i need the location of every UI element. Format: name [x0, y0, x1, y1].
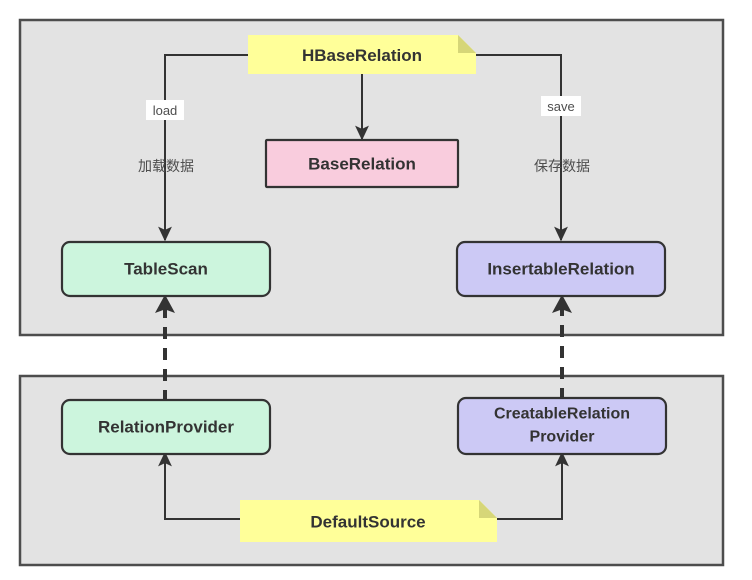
- relation-provider-label: RelationProvider: [98, 418, 234, 437]
- edge-save-labels: save 保存数据: [534, 96, 590, 175]
- node-creatable-relation-provider[interactable]: CreatableRelation Provider: [456, 396, 668, 456]
- edge-load-label: load: [153, 103, 178, 118]
- edge-load-labels: load 加载数据: [138, 100, 194, 175]
- creatable-relation-provider-label-line1: CreatableRelation: [494, 406, 630, 423]
- relation-provider-box: [60, 398, 272, 456]
- hbase-relation-label: HBaseRelation: [302, 46, 422, 65]
- edge-save: [476, 54, 568, 242]
- edge-defaultsource-relationprovider: [158, 451, 240, 520]
- edge-load: [158, 54, 248, 242]
- hbase-relation-note-fold: [458, 35, 476, 53]
- edge-load-sublabel: 加载数据: [138, 159, 194, 175]
- base-relation-label: BaseRelation: [308, 155, 416, 174]
- edge-save-sublabel: 保存数据: [534, 159, 590, 175]
- hbase-relation-note-body: [248, 35, 476, 74]
- creatable-relation-provider-box: [456, 396, 668, 456]
- default-source-label: DefaultSource: [310, 513, 425, 532]
- insertable-relation-label: InsertableRelation: [487, 260, 634, 279]
- table-scan-box: [60, 240, 272, 298]
- creatable-relation-provider-label-line2: Provider: [530, 429, 595, 446]
- save-label-background: [541, 96, 581, 116]
- default-source-note-body: [240, 500, 497, 542]
- node-table-scan[interactable]: TableScan: [60, 240, 272, 298]
- node-relation-provider[interactable]: RelationProvider: [60, 398, 272, 456]
- edge-save-label: save: [547, 99, 574, 114]
- node-base-relation[interactable]: BaseRelation: [264, 138, 460, 189]
- default-source-note-fold: [479, 500, 497, 518]
- table-scan-label: TableScan: [124, 260, 208, 279]
- edge-defaultsource-creatable: [497, 451, 569, 520]
- node-default-source[interactable]: DefaultSource: [240, 500, 497, 542]
- load-label-background: [146, 100, 184, 120]
- base-relation-box: [264, 138, 460, 189]
- node-hbase-relation[interactable]: HBaseRelation: [248, 35, 476, 74]
- node-insertable-relation[interactable]: InsertableRelation: [455, 240, 667, 298]
- insertable-relation-box: [455, 240, 667, 298]
